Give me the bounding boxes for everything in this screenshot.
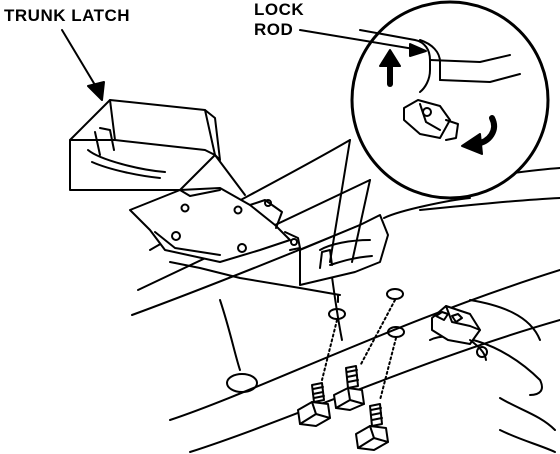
- curved-arrow-icon: [461, 115, 497, 155]
- arrow-up-icon: [379, 49, 401, 87]
- bolt-right: [355, 403, 389, 451]
- bolt-left: [297, 382, 331, 427]
- trunk-latch-label: TRUNK LATCH: [4, 6, 131, 25]
- lock-rod-detail: [329, 0, 550, 263]
- connector: [431, 305, 488, 361]
- lock-catch: [299, 214, 389, 286]
- lock-rod-leader: [299, 29, 427, 57]
- lock-rod-label-line2: ROD: [254, 20, 294, 39]
- bolt-middle: [333, 365, 365, 411]
- trunk-latch: [69, 99, 341, 296]
- lock-rod-label-line1: LOCK: [254, 0, 305, 19]
- body-hole: [226, 373, 258, 393]
- trunk-latch-leader: [61, 29, 105, 101]
- bolt-holes: [321, 288, 405, 401]
